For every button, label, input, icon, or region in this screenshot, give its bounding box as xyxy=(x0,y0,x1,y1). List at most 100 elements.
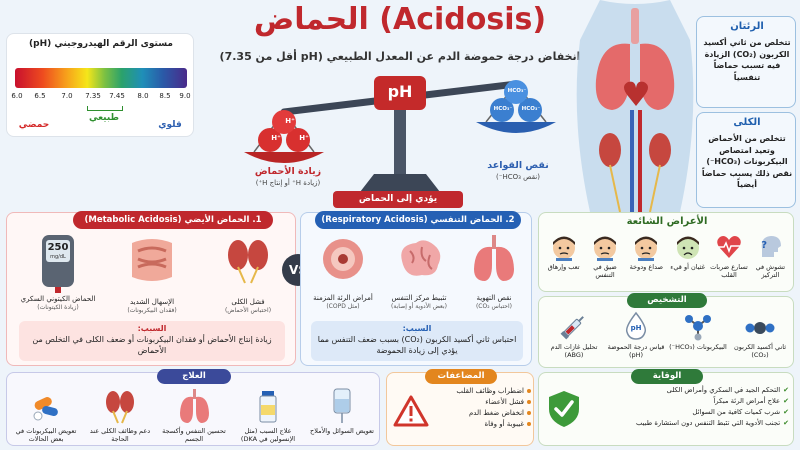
drop-icon: pH xyxy=(605,311,667,344)
lungs-icon xyxy=(474,235,514,281)
metabolic-item-sub: (فقدان البيكربونات) xyxy=(127,306,177,314)
nausea-face-icon xyxy=(667,233,708,264)
metabolic-item-sub: (احتباس الأحماض) xyxy=(224,306,272,314)
glucometer-icon: 250 mg/dL xyxy=(38,235,78,293)
ph-tick-label: 7.0 xyxy=(61,92,73,100)
acid-increase-sub: (زيادة H⁺ أو إنتاج H⁺) xyxy=(255,179,321,187)
symptom-label: ضيق في التنفس xyxy=(593,262,617,279)
treatment-label: دعم وظائف الكلى عند الحاجة xyxy=(89,426,151,443)
symptom-item: ?تشوش في التركيز xyxy=(750,233,791,279)
base-decrease-sub: (نقص HCO₃⁻) xyxy=(496,173,540,181)
co2-molecule-icon xyxy=(729,311,791,344)
treatment-item: تعويض السوائل والأملاح xyxy=(305,387,379,436)
ph-normal-label: طبيعي xyxy=(88,113,119,123)
metabolic-item-label: الإسهال الشديد xyxy=(129,297,175,306)
treatment-label: علاج السبب (مثل الإنسولين في DKA) xyxy=(240,426,296,443)
complications-header: المضاعفات xyxy=(425,369,497,384)
prevention-card: الوقاية ✔التحكم الجيد في السكري وأمراض ا… xyxy=(538,369,794,446)
ph-tick-label: 7.35 xyxy=(85,92,101,100)
prevention-header: الوقاية xyxy=(631,369,703,384)
ph-scale-title: مستوى الرقم الهيدروجيني (pH) xyxy=(29,39,173,49)
symptom-item: غثيان أو قيء xyxy=(667,233,708,272)
symptom-label: تعب وإرهاق xyxy=(547,262,580,271)
metabolic-item-label: الحماض الكيتوني السكري xyxy=(20,295,96,303)
warning-icon xyxy=(393,395,429,427)
drop-icon-mark: pH xyxy=(630,324,642,332)
respiratory-item-chronic-lung: أمراض الرئة المزمنة (مثل COPD) xyxy=(305,235,381,310)
complication-item: انخفاض ضغط الدم xyxy=(431,408,531,419)
ph-alkaline-label: قلوي xyxy=(158,120,182,130)
kidneys-panel-text: تتخلص من الأحماض وتعيد امتصاص البيكربونا… xyxy=(701,134,793,190)
ph-gradient-bar xyxy=(15,68,187,88)
prevention-list: ✔التحكم الجيد في السكري وأمراض الكلى✔علا… xyxy=(585,385,789,428)
insulin-vial-icon xyxy=(231,387,305,428)
ph-tick-label: 9.0 xyxy=(179,92,191,100)
metabolic-acidosis-card: 1. الحماض الأيضي (Metabolic Acidosis) فش… xyxy=(6,211,296,366)
acid-ion-label: H⁺ xyxy=(285,117,295,125)
confused-head-icon: ? xyxy=(750,233,791,264)
kidneys-info-panel: الكلى تتخلص من الأحماض وتعيد امتصاص البي… xyxy=(696,112,796,208)
ph-tick-label: 7.45 xyxy=(109,92,125,100)
kidneys-icon xyxy=(228,240,268,284)
acid-ion-label: H⁺ xyxy=(271,134,281,142)
metabolic-cause-text: زيادة إنتاج الأحماض أو فقدان البيكربونات… xyxy=(32,334,272,355)
symptom-label: غثيان أو قيء xyxy=(670,262,706,271)
airway-icon xyxy=(323,239,363,279)
syringe-icon xyxy=(543,311,605,344)
prevention-item: ✔التحكم الجيد في السكري وأمراض الكلى xyxy=(666,386,789,395)
metabolic-item-sub: (زيادة الكيتونات) xyxy=(37,303,79,311)
molecule-icon xyxy=(667,311,729,344)
tired-face-icon xyxy=(543,233,584,264)
symptom-label: تسارع ضربات القلب xyxy=(710,262,748,279)
symptoms-header: الأعراض الشائعة xyxy=(626,216,708,227)
respiratory-item-label: نقص التهوية xyxy=(476,293,512,302)
complication-item: غيبوبة أو وفاة xyxy=(431,419,531,430)
body-anatomy-illustration xyxy=(576,0,694,212)
metabolic-item-kidney-failure: فشل الكلى (احتباس الأحماض) xyxy=(203,235,293,314)
kidneys-icon xyxy=(83,387,157,428)
metabolic-cause-box: السبب: زيادة إنتاج الأحماض أو فقدان البي… xyxy=(19,321,285,361)
respiratory-item-sub: (مثل COPD) xyxy=(326,302,360,310)
ph-tick-label: 8.0 xyxy=(137,92,149,100)
bullet-icon xyxy=(527,400,531,405)
respiratory-item-label: أمراض الرئة المزمنة xyxy=(313,293,373,302)
metabolic-header: 1. الحماض الأيضي (Metabolic Acidosis) xyxy=(73,211,273,229)
bullet-icon xyxy=(527,421,531,426)
ph-normal-bracket xyxy=(87,106,123,111)
respiratory-header: 2. الحماض التنفسي (Respiratory Acidosis) xyxy=(315,211,521,229)
kidneys-panel-title: الكلى xyxy=(733,117,761,128)
diagnosis-label: ثاني أكسيد الكربون (CO₂) xyxy=(733,342,787,359)
prevention-item: ✔علاج أمراض الرئة مبكراً xyxy=(713,396,789,405)
check-icon: ✔ xyxy=(783,386,789,394)
metabolic-item-label: فشل الكلى xyxy=(231,297,265,306)
headache-face-icon xyxy=(626,233,667,264)
pills-icon xyxy=(9,387,83,428)
diagnosis-label: تحليل غازات الدم (ABG) xyxy=(550,342,598,359)
bullet-icon xyxy=(527,389,531,394)
breathless-face-icon xyxy=(584,233,625,264)
acid-ion-label: H⁺ xyxy=(299,134,309,142)
respiratory-cause-box: السبب: احتباس ثاني أكسيد الكربون (CO₂) ب… xyxy=(311,321,523,361)
symptom-label: تشوش في التركيز xyxy=(755,262,786,279)
ph-tick-label: 8.5 xyxy=(159,92,171,100)
respiratory-cause-text: احتباس ثاني أكسيد الكربون (CO₂) بسبب ضعف… xyxy=(317,334,517,355)
treatment-item: دعم وظائف الكلى عند الحاجة xyxy=(83,387,157,443)
diagnosis-item: تحليل غازات الدم (ABG) xyxy=(543,311,605,359)
symptom-label: صداع ودوخة xyxy=(629,262,663,271)
check-icon: ✔ xyxy=(783,418,789,427)
iv-bag-icon xyxy=(305,387,379,428)
metabolic-item-dka: 250 mg/dL الحماض الكيتوني السكري (زيادة … xyxy=(11,235,105,311)
leads-to-banner: يؤدي إلى الحماض xyxy=(333,191,463,208)
treatment-header: العلاج xyxy=(157,369,231,384)
lungs-icon xyxy=(157,387,231,428)
treatment-label: تحسين التنفس وأكسجة الجسم xyxy=(162,426,226,443)
treatment-card: العلاج تعويض السوائل والأملاح علاج السبب … xyxy=(6,369,380,446)
respiratory-acidosis-card: 2. الحماض التنفسي (Respiratory Acidosis)… xyxy=(300,211,532,366)
